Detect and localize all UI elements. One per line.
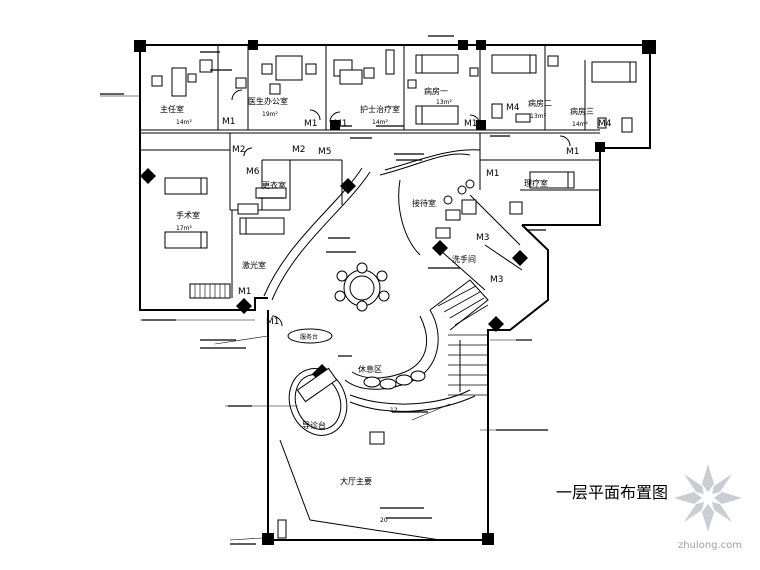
label-ward1: 病房一: [424, 86, 448, 96]
area-nurse: 14m²: [372, 119, 388, 126]
columns: [134, 40, 656, 545]
door-m1-h: M1: [266, 317, 280, 327]
label-ward3: 病房三: [570, 106, 594, 116]
leader-lines: [100, 95, 520, 541]
area-labels: 14m² 19m² 14m² 13m² 13m² 14m² 17m²: [176, 99, 588, 232]
area-operating: 17m²: [176, 225, 192, 232]
door-m4-b: M4: [598, 119, 612, 129]
door-m1-c: M1: [334, 119, 348, 129]
door-m2-b: M2: [292, 145, 306, 155]
area-director: 14m²: [176, 119, 192, 126]
label-reception: 接待室: [412, 198, 436, 208]
note-12: 12: [390, 407, 398, 414]
area-doctor: 19m²: [262, 111, 278, 118]
interior-walls: [140, 45, 600, 298]
label-treatment: 理疗室: [524, 178, 548, 188]
door-m5: M5: [318, 147, 332, 157]
door-m1-d: M1: [464, 119, 478, 129]
furniture: [151, 49, 633, 541]
door-m1-b: M1: [304, 119, 318, 129]
label-ward2: 病房二: [528, 98, 552, 108]
door-m3-b: M3: [490, 275, 504, 285]
door-m1-g: M1: [238, 287, 252, 297]
door-m1-f: M1: [486, 169, 500, 179]
door-m6: M6: [246, 167, 260, 177]
door-m3-a: M3: [476, 233, 490, 243]
stair: [429, 279, 489, 396]
label-nurse-station: 护士治疗室: [360, 104, 400, 114]
label-rest: 休息区: [358, 364, 382, 374]
area-ward1: 13m²: [436, 99, 452, 106]
door-labels: M1 M1 M1 M2 M2 M6 M5 M1 M4 M4 M1 M1 M3 M…: [222, 103, 612, 327]
door-m4-a: M4: [506, 103, 520, 113]
door-m1-e: M1: [566, 147, 580, 157]
watermark-text: zhulong.com: [678, 540, 742, 551]
door-swings: [231, 89, 571, 327]
label-laser: 激光室: [242, 260, 266, 270]
label-doctor-office: 医生办公室: [248, 96, 288, 106]
beds: [164, 54, 637, 249]
label-changing: 更衣室: [262, 180, 286, 190]
area-ward2: 13m²: [530, 113, 546, 120]
zhulong-logo-icon: [674, 464, 742, 532]
door-m1-a: M1: [222, 117, 236, 127]
label-hall: 大厅主要: [340, 476, 372, 486]
door-m2-a: M2: [232, 145, 246, 155]
note-20: 20: [380, 517, 388, 524]
label-service: 服务台: [300, 333, 318, 341]
area-ward3: 14m²: [572, 121, 588, 128]
room-labels: 主任室 医生办公室 护士治疗室 病房一 病房二 病房三 手术室 更衣室 理疗室 …: [160, 86, 594, 486]
drawing-title: 一层平面布置图: [556, 483, 668, 502]
annotation-marks: [100, 35, 548, 545]
note-numerals: 12 20: [380, 407, 398, 524]
label-washroom: 洗手间: [452, 254, 476, 264]
label-consult: 导诊台: [302, 420, 326, 430]
label-director: 主任室: [160, 104, 184, 114]
label-operating: 手术室: [176, 210, 200, 220]
